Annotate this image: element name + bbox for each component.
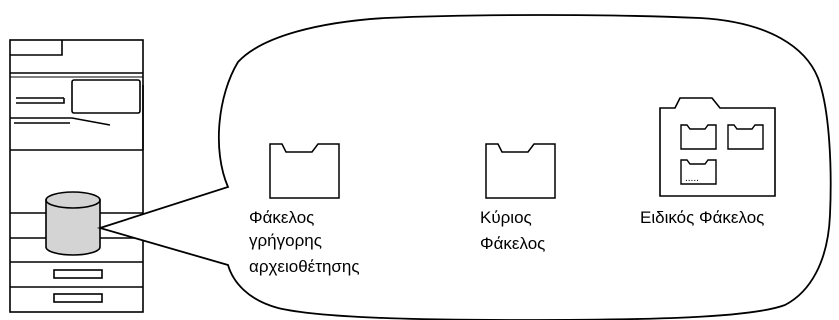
- quick-file-folder-label-line3: αρχειοθέτησης: [249, 257, 360, 276]
- output-tray: [10, 117, 111, 126]
- tray-handle-2: [53, 293, 103, 303]
- subfolder-icon: [680, 124, 764, 185]
- main-folder-label-line1: Κύριος: [480, 208, 532, 227]
- printer-machine: [9, 39, 144, 313]
- main-folder-label-line2: Φάκελος: [480, 234, 545, 253]
- subfolder-ellipsis: .....: [685, 173, 699, 184]
- main-folder-icon: [485, 143, 556, 199]
- document-feeder: [10, 40, 143, 74]
- quick-file-folder-icon: [269, 143, 340, 199]
- machine-body: [9, 39, 144, 313]
- hard-drive-icon: [45, 191, 101, 256]
- quick-file-folder-label-line2: γρήγορης: [249, 231, 322, 250]
- custom-folder-label: Ειδικός Φάκελος: [640, 208, 764, 227]
- tray-handle-1: [53, 269, 103, 279]
- control-panel: [71, 79, 141, 114]
- quick-file-folder-label-line1: Φάκελος: [249, 208, 314, 227]
- output-slot: [16, 97, 65, 104]
- speech-balloon: [96, 14, 832, 320]
